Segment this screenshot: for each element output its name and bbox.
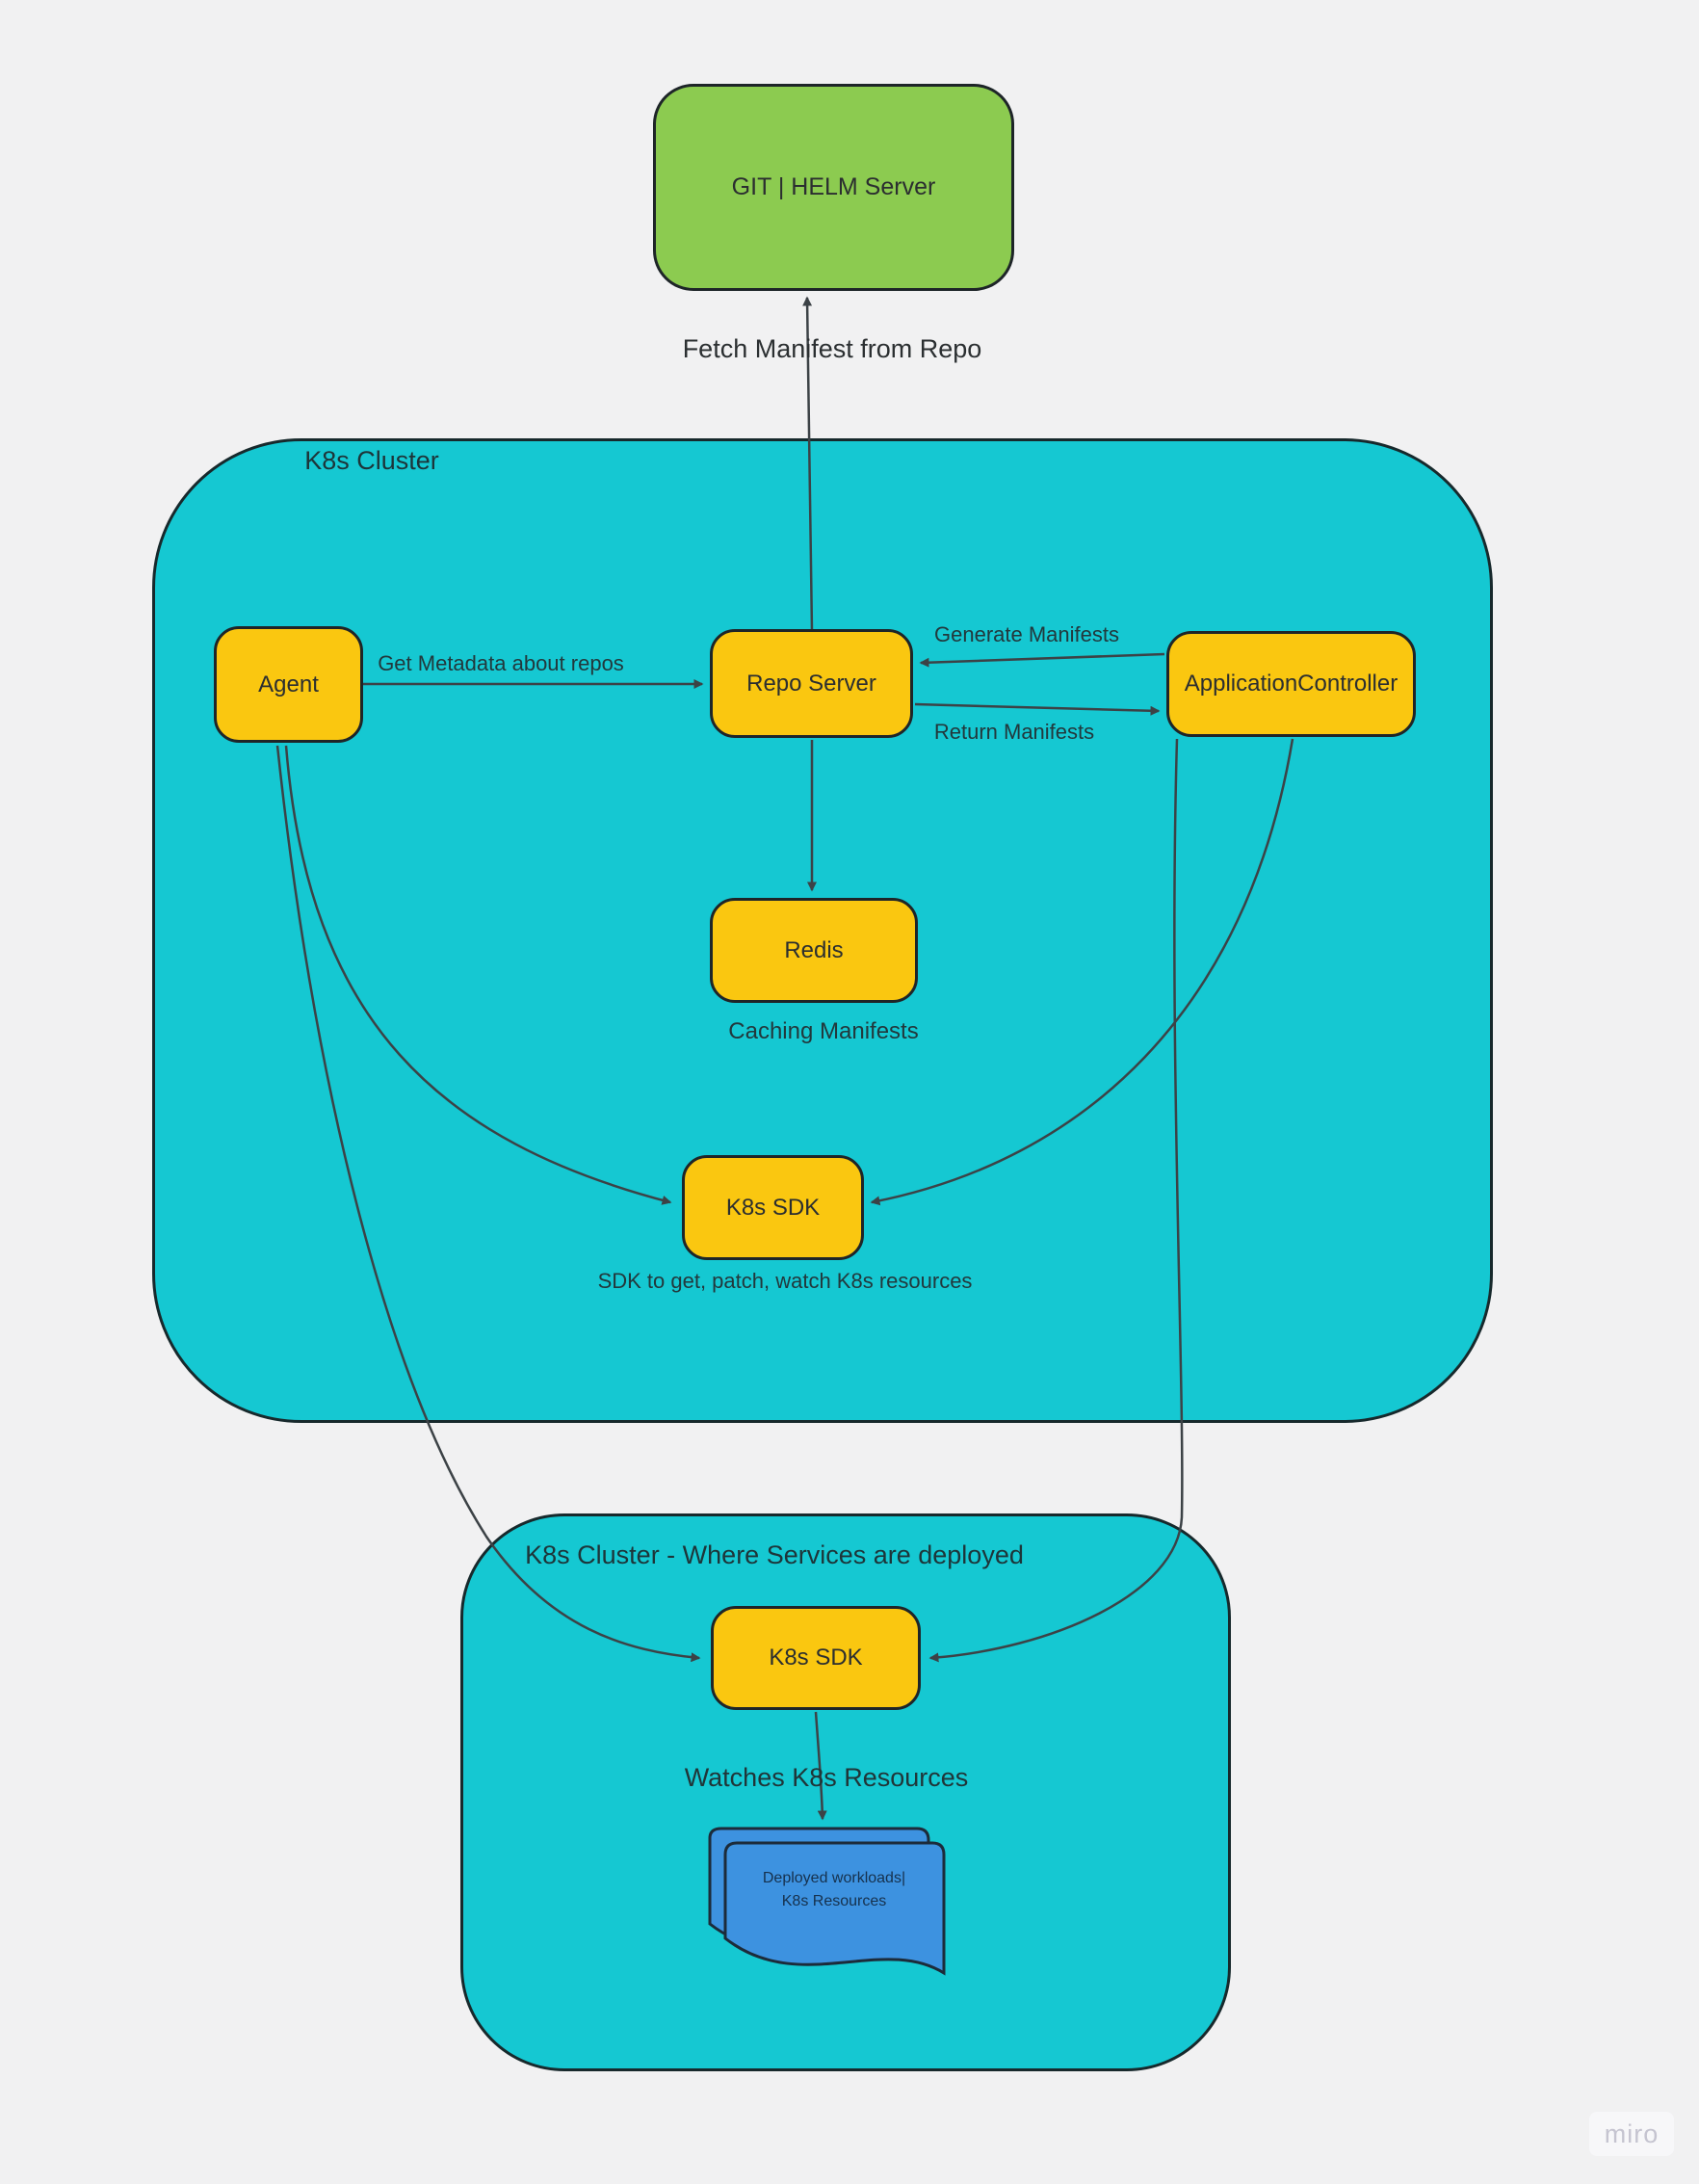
node-application-controller[interactable]: ApplicationController [1166,631,1416,737]
document-workloads-line2: K8s Resources [781,1893,887,1909]
edge-repo-to-appctrl[interactable] [914,702,1161,716]
node-k8s-sdk-services[interactable]: K8s SDK [711,1606,921,1710]
document-shape-front[interactable] [723,1841,946,1976]
node-repo-server-label: Repo Server [746,670,876,697]
label-sdk-note: SDK to get, patch, watch K8s resources [597,1269,973,1293]
edge-appctrl-to-repo[interactable] [919,652,1165,668]
edge-agent-to-sdk1[interactable] [284,745,672,1205]
edge-appctrl-to-sdk1[interactable] [870,738,1294,1206]
node-git-helm-server[interactable]: GIT | HELM Server [653,84,1014,291]
edge-appctrl-to-sdk2[interactable] [928,738,1184,1663]
node-redis[interactable]: Redis [710,898,918,1003]
node-k8s-sdk-main[interactable]: K8s SDK [682,1155,864,1260]
document-workloads-line1: Deployed workloads| [762,1870,906,1886]
miro-watermark-text: miro [1604,2118,1660,2148]
label-fetch-manifest: Fetch Manifest from Repo [682,334,982,363]
label-return-manifests: Return Manifests [933,720,1095,744]
node-redis-label: Redis [784,936,844,963]
node-k8s-sdk-main-label: K8s SDK [725,1194,821,1221]
cluster-k8s-services-label: K8s Cluster - Where Services are deploye… [525,1540,1024,1569]
node-agent[interactable]: Agent [214,626,363,743]
label-get-metadata: Get Metadata about repos [378,651,624,675]
node-application-controller-label: ApplicationController [1184,671,1398,697]
node-repo-server[interactable]: Repo Server [710,629,913,738]
label-watches-resources: Watches K8s Resources [684,1763,969,1792]
node-agent-label: Agent [258,671,319,697]
miro-watermark: miro [1589,2112,1674,2156]
cluster-k8s-main-label: K8s Cluster [304,446,439,475]
edge-repo-to-git[interactable] [802,296,814,632]
document-workloads-text: Deployed workloads| K8s Resources [728,1867,940,1913]
label-generate-manifests: Generate Manifests [934,622,1119,646]
node-git-helm-server-label: GIT | HELM Server [731,173,936,200]
edge-agent-to-sdk2[interactable] [275,745,701,1663]
node-k8s-sdk-services-label: K8s SDK [769,1645,863,1671]
label-caching-manifests: Caching Manifests [728,1018,919,1044]
edge-sdk2-to-workloads[interactable] [814,1711,827,1821]
